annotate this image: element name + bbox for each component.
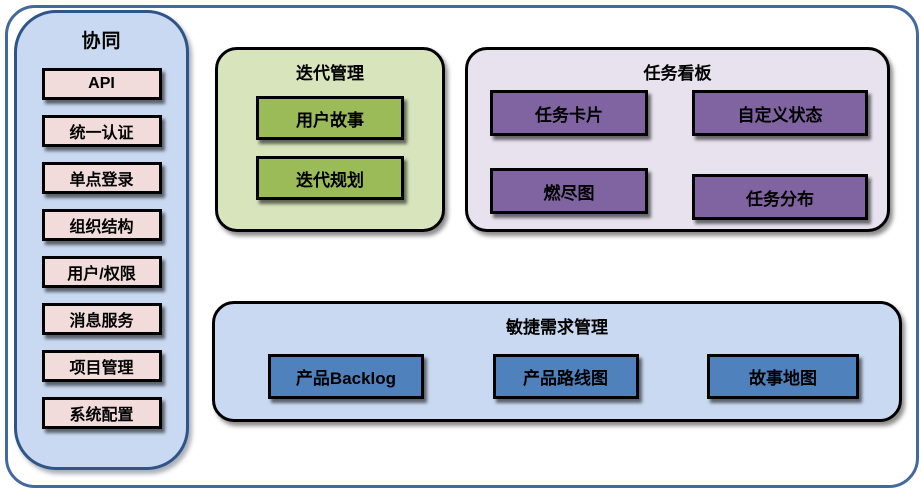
collaboration-panel: 协同 API 统一认证 单点登录 组织结构 用户/权限 消息服务 项目管理 系统… <box>14 10 189 470</box>
item-custom-status: 自定义状态 <box>692 90 868 136</box>
iteration-management-title: 迭代管理 <box>296 64 364 83</box>
item-iteration-planning: 迭代规划 <box>256 156 404 200</box>
collaboration-panel-title: 协同 <box>81 31 122 52</box>
sidebar-item-api: API <box>41 68 162 100</box>
sidebar-item-project-management: 项目管理 <box>41 350 162 382</box>
task-board-group: 任务看板 任务卡片 自定义状态 燃尽图 任务分布 <box>465 47 890 232</box>
item-user-story: 用户故事 <box>256 96 404 140</box>
item-burndown-chart: 燃尽图 <box>490 168 648 214</box>
item-task-card: 任务卡片 <box>490 90 648 136</box>
sidebar-item-unified-auth: 统一认证 <box>41 115 162 147</box>
item-product-roadmap: 产品路线图 <box>492 354 639 399</box>
sidebar-item-user-permission: 用户/权限 <box>41 256 162 288</box>
item-story-map: 故事地图 <box>707 354 859 399</box>
sidebar-item-message-service: 消息服务 <box>41 303 162 335</box>
task-board-item-list: 任务卡片 自定义状态 燃尽图 任务分布 <box>468 90 887 220</box>
sidebar-item-sso: 单点登录 <box>41 162 162 194</box>
slide-frame <box>5 5 919 488</box>
iteration-item-list: 用户故事 迭代规划 <box>256 96 404 200</box>
collaboration-item-list: API 统一认证 单点登录 组织结构 用户/权限 消息服务 项目管理 系统配置 <box>41 68 162 429</box>
item-product-backlog: 产品Backlog <box>268 354 424 399</box>
task-board-title: 任务看板 <box>643 64 712 83</box>
sidebar-item-system-config: 系统配置 <box>41 397 162 429</box>
agile-item-list: 产品Backlog 产品路线图 故事地图 <box>215 354 899 399</box>
item-task-distribution: 任务分布 <box>692 174 868 220</box>
agile-requirements-title: 敏捷需求管理 <box>506 318 608 337</box>
agile-requirements-group: 敏捷需求管理 产品Backlog 产品路线图 故事地图 <box>212 301 902 422</box>
iteration-management-group: 迭代管理 用户故事 迭代规划 <box>215 47 445 232</box>
sidebar-item-org-structure: 组织结构 <box>41 209 162 241</box>
